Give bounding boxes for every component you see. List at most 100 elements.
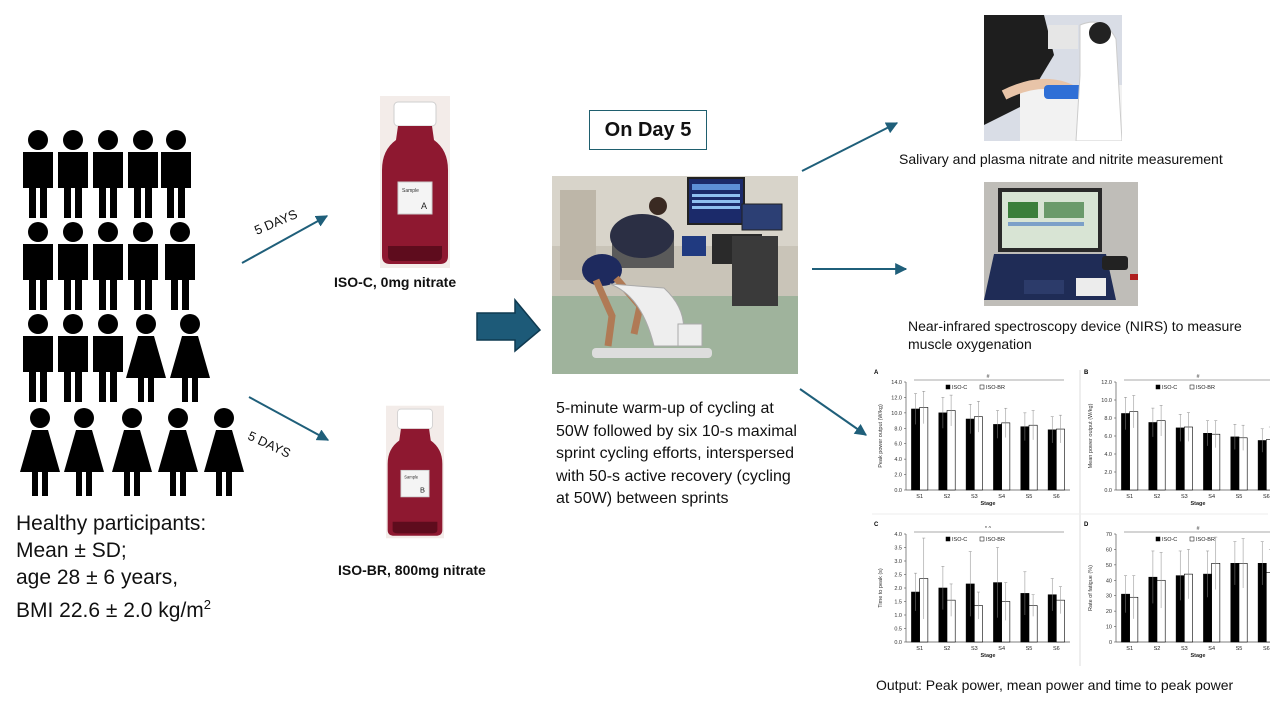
y-tick-label: 6.0	[894, 442, 902, 448]
cycling-lab-photo	[552, 176, 798, 374]
saliva-caption: Salivary and plasma nitrate and nitrite …	[899, 151, 1223, 167]
panel-letter: C	[874, 522, 879, 528]
x-tick-label: S6	[1263, 494, 1270, 500]
bmi-text: BMI 22.6 ± 2.0 kg/m	[16, 599, 204, 622]
x-axis-label: Stage	[981, 653, 996, 659]
y-tick-label: 3.0	[894, 559, 902, 565]
x-tick-label: S6	[1053, 494, 1060, 500]
blood-sampling-photo	[984, 15, 1122, 141]
y-tick-label: 4.0	[894, 532, 902, 538]
y-tick-label: 2.0	[1104, 470, 1112, 476]
significance-annotation: #	[986, 374, 990, 380]
significance-annotation: #	[1196, 526, 1200, 532]
y-tick-label: 0.5	[894, 627, 902, 633]
nirs-caption: Near-infrared spectroscopy device (NIRS)…	[908, 318, 1242, 352]
x-tick-label: S4	[1208, 494, 1215, 500]
x-tick-label: S6	[1053, 646, 1060, 652]
panel-letter: B	[1084, 370, 1089, 376]
x-axis-label: Stage	[1191, 653, 1206, 659]
day5-title: On Day 5	[604, 118, 692, 141]
output-caption: Output: Peak power, mean power and time …	[876, 677, 1234, 693]
iso-c-bottle-image: Sample A	[380, 96, 450, 268]
participants-line-2: Mean ± SD;	[16, 539, 127, 562]
y-tick-label: 10.0	[1101, 398, 1112, 404]
block-arrow-to-day5	[476, 297, 542, 353]
x-axis-label: Stage	[981, 501, 996, 507]
participants-line-1: Healthy participants:	[16, 512, 207, 535]
legend-swatch	[1155, 384, 1161, 390]
x-tick-label: S3	[971, 494, 978, 500]
y-tick-label: 1.5	[894, 600, 902, 606]
x-tick-label: S3	[1181, 646, 1188, 652]
legend-swatch	[1155, 536, 1161, 542]
y-axis-label: Time to peak (s)	[878, 568, 884, 608]
legend-swatch	[1189, 384, 1195, 390]
x-tick-label: S1	[1126, 646, 1133, 652]
participants-line-4: BMI 22.6 ± 2.0 kg/m2	[16, 591, 211, 624]
legend-label: ISO-BR	[1196, 537, 1215, 543]
x-tick-label: S3	[971, 646, 978, 652]
iso-c-label: ISO-C, 0mg nitrate	[334, 274, 457, 290]
y-tick-label: 1.0	[894, 613, 902, 619]
x-tick-label: S5	[1236, 494, 1243, 500]
panel-letter: D	[1084, 522, 1089, 528]
arrow-to-saliva	[801, 122, 899, 172]
legend-swatch	[979, 536, 985, 542]
y-tick-label: 2.5	[894, 573, 902, 579]
legend-label: ISO-BR	[1196, 385, 1215, 391]
bottle-b-letter: B	[420, 486, 425, 495]
x-tick-label: S5	[1026, 646, 1033, 652]
y-tick-label: 30	[1106, 594, 1112, 600]
x-tick-label: S2	[944, 646, 951, 652]
significance-annotation: #	[1196, 374, 1200, 380]
x-tick-label: S4	[998, 494, 1005, 500]
bottle-b-tag: Sample	[404, 475, 419, 480]
x-tick-label: S3	[1181, 494, 1188, 500]
x-tick-label: S2	[1154, 494, 1161, 500]
x-tick-label: S5	[1026, 494, 1033, 500]
x-tick-label: S2	[1154, 646, 1161, 652]
y-tick-label: 4.0	[894, 457, 902, 463]
y-tick-label: 6.0	[1104, 434, 1112, 440]
y-tick-label: 2.0	[894, 473, 902, 479]
y-tick-label: 0.0	[1104, 488, 1112, 494]
y-tick-label: 8.0	[1104, 416, 1112, 422]
x-tick-label: S4	[1208, 646, 1215, 652]
iso-br-bottle-image: Sample B	[386, 405, 444, 539]
legend-label: ISO-BR	[986, 385, 1005, 391]
legend-swatch	[1189, 536, 1195, 542]
bar-iso-br-s6	[1266, 439, 1270, 491]
y-tick-label: 40	[1106, 578, 1112, 584]
significance-annotation: * ^	[985, 526, 992, 532]
x-tick-label: S6	[1263, 646, 1270, 652]
y-tick-label: 4.0	[1104, 452, 1112, 458]
x-tick-label: S1	[916, 646, 923, 652]
legend-label: ISO-C	[1162, 385, 1177, 391]
y-tick-label: 10.0	[891, 411, 902, 417]
y-tick-label: 14.0	[891, 380, 902, 386]
y-tick-label: 10	[1106, 625, 1112, 631]
y-axis-label: Mean power output (W/kg)	[1088, 403, 1094, 468]
x-tick-label: S1	[1126, 494, 1133, 500]
protocol-description: 5-minute warm-up of cycling at 50W follo…	[556, 400, 797, 507]
y-tick-label: 50	[1106, 563, 1112, 569]
bar-iso-br-s6	[1266, 572, 1270, 643]
arrow-to-iso-br	[248, 396, 330, 441]
y-tick-label: 0.0	[894, 640, 902, 646]
iso-br-label: ISO-BR, 800mg nitrate	[338, 562, 486, 578]
y-tick-label: 12.0	[891, 395, 902, 401]
arrow-to-output	[799, 388, 867, 436]
y-tick-label: 2.0	[894, 586, 902, 592]
bottle-a-letter: A	[421, 201, 427, 211]
y-axis-label: Peak power output (W/kg)	[878, 404, 884, 468]
legend-swatch	[945, 384, 951, 390]
y-tick-label: 0.0	[894, 488, 902, 494]
y-tick-label: 20	[1106, 609, 1112, 615]
legend-swatch	[979, 384, 985, 390]
y-tick-label: 70	[1106, 532, 1112, 538]
